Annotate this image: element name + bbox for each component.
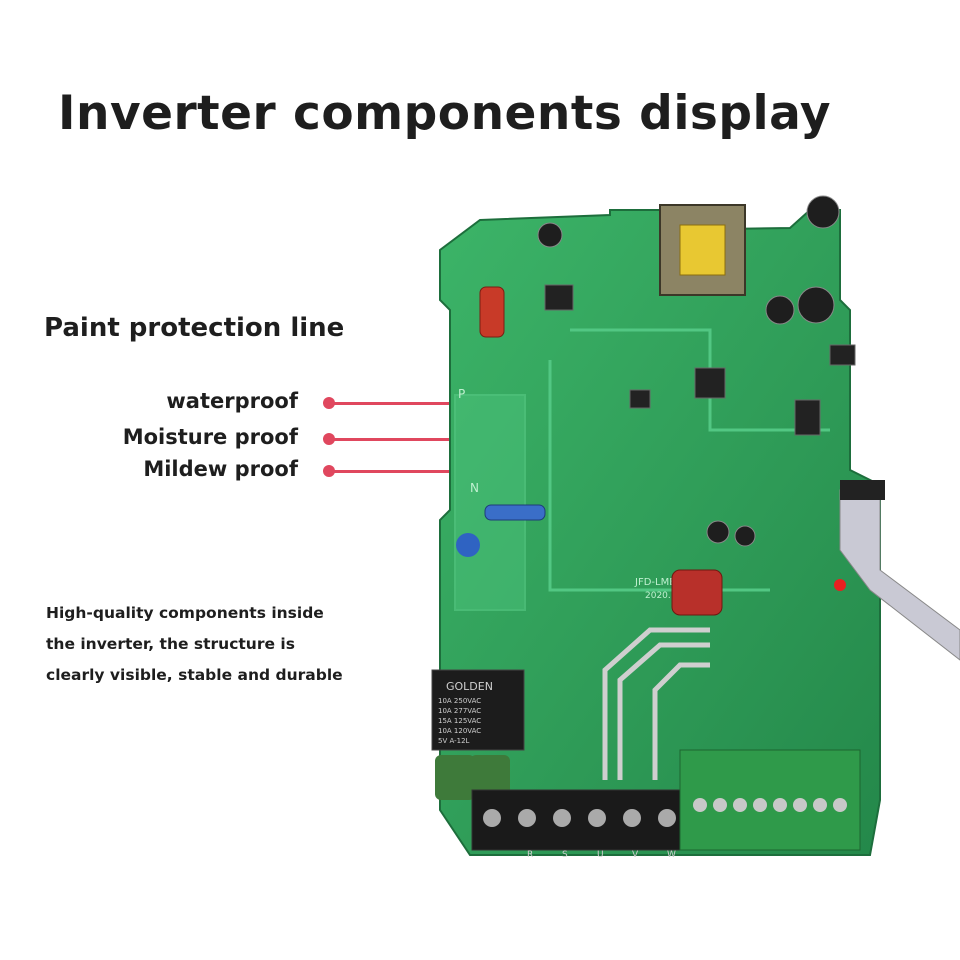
relay-text: 10A 277VAC: [438, 707, 481, 715]
terminal-label: R: [527, 850, 533, 860]
capacitor: [706, 520, 730, 544]
x-capacitor: [671, 569, 723, 616]
red-capacitor: [479, 286, 505, 338]
control-terminal-block: [679, 749, 861, 851]
board-marking: JFD-LMB00: [634, 577, 689, 588]
varistor: [435, 755, 475, 800]
ribbon-cable: [839, 489, 960, 661]
pcb-illustration: JFD-LMB00 2020. P N GOLDEN 10A 250VAC 10…: [431, 195, 960, 860]
description-line: the inverter, the structure is: [46, 635, 295, 653]
board-year: 2020.: [645, 591, 671, 601]
blue-capacitor: [456, 533, 480, 557]
control-terminal-screws: [693, 798, 847, 812]
terminal-label: S: [562, 850, 568, 860]
mcu-chip: [694, 367, 726, 399]
capacitor: [806, 195, 840, 229]
capacitor: [537, 222, 563, 248]
feature-waterproof: waterproof: [166, 389, 298, 413]
capacitor: [765, 295, 795, 325]
relay: GOLDEN 10A 250VAC 10A 277VAC 15A 125VAC …: [431, 669, 525, 751]
relay-text: 15A 125VAC: [438, 717, 481, 725]
ic-chip: [629, 389, 651, 409]
ic-chip: [829, 344, 856, 366]
varistor: [470, 755, 510, 800]
paint-protection-region: [454, 394, 526, 611]
relay-text: 5V A-12L: [438, 737, 470, 745]
capacitor: [734, 525, 756, 547]
relay-text: 10A 120VAC: [438, 727, 481, 735]
description-line: High-quality components inside: [46, 604, 324, 622]
status-led: [834, 579, 846, 591]
section-subtitle: Paint protection line: [44, 313, 345, 343]
terminal-screws: [483, 809, 676, 827]
resistor: [484, 504, 546, 521]
pad-n-label: N: [470, 481, 479, 495]
feature-waterproof-dot: [323, 397, 335, 409]
feature-moisture-proof-line: [330, 438, 460, 441]
terminal-label: U: [597, 850, 604, 860]
ic-chip: [544, 284, 574, 311]
feature-waterproof-line: [330, 402, 460, 405]
feature-moisture-proof-dot: [323, 433, 335, 445]
ic-chip: [794, 399, 821, 436]
description: High-quality components inside the inver…: [46, 598, 426, 691]
page-title: Inverter components display: [58, 86, 832, 141]
feature-mildew-proof: Mildew proof: [143, 457, 298, 481]
capacitor: [797, 286, 835, 324]
terminal-label: V: [632, 850, 639, 860]
relay-text: 10A 250VAC: [438, 697, 481, 705]
feature-mildew-proof-dot: [323, 465, 335, 477]
pad-p-label: P: [458, 387, 465, 401]
inverter-pcb-photo: JFD-LMB00 2020. P N GOLDEN 10A 250VAC 10…: [410, 190, 960, 870]
description-line: clearly visible, stable and durable: [46, 666, 343, 684]
feature-moisture-proof: Moisture proof: [122, 425, 298, 449]
feature-mildew-proof-line: [330, 470, 460, 473]
relay-text: GOLDEN: [446, 680, 493, 693]
terminal-label: W: [667, 850, 676, 860]
